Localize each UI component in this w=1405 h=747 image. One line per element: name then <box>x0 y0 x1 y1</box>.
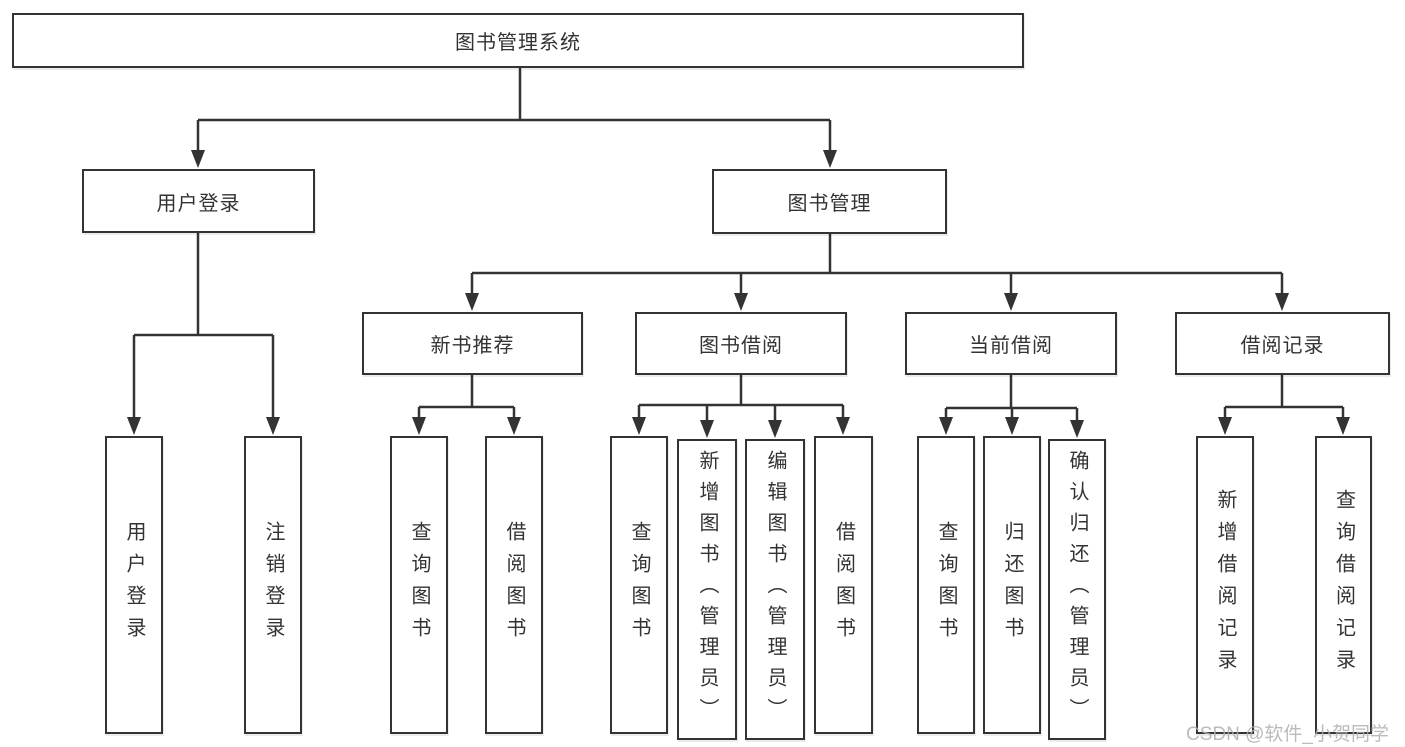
node-new-book-recommendation: 新书推荐 <box>362 312 583 375</box>
node-label: 图书管理系统 <box>455 32 581 54</box>
node-label: 新增借阅记录 <box>1214 489 1236 681</box>
leaf-add-borrow-record: 新增借阅记录 <box>1196 436 1254 734</box>
arrowhead-down-icon <box>632 417 646 435</box>
leaf-query-borrow-record: 查询借阅记录 <box>1315 436 1372 734</box>
arrowhead-down-icon <box>1004 293 1018 311</box>
node-label: 借阅图书 <box>832 521 855 649</box>
arrowhead-down-icon <box>734 293 748 311</box>
node-label: 借阅图书 <box>503 521 525 649</box>
leaf-query-books-2: 查询图书 <box>610 436 668 734</box>
arrowhead-down-icon <box>465 293 479 311</box>
arrowhead-down-icon <box>939 417 953 435</box>
arrowhead-down-icon <box>836 417 850 435</box>
tree-connector-path <box>132 68 1345 424</box>
arrowhead-down-icon <box>191 150 205 168</box>
node-label: 用户登录 <box>156 192 241 215</box>
node-label: 注销登录 <box>262 521 284 649</box>
leaf-logout: 注销登录 <box>244 436 302 734</box>
node-book-borrowing: 图书借阅 <box>635 312 847 375</box>
node-label: 查询图书 <box>628 521 650 649</box>
arrowhead-down-icon <box>700 420 714 438</box>
leaf-query-books-3: 查询图书 <box>917 436 975 734</box>
leaf-borrow-books-1: 借阅图书 <box>485 436 543 734</box>
node-label: 用户登录 <box>123 521 145 649</box>
node-current-borrowing: 当前借阅 <box>905 312 1117 375</box>
arrowhead-down-icon <box>266 417 280 435</box>
node-label: 查询借阅记录 <box>1332 489 1355 681</box>
node-library-management-system: 图书管理系统 <box>12 13 1024 68</box>
node-label: 新书推荐 <box>430 335 515 357</box>
leaf-borrow-books-2: 借阅图书 <box>814 436 873 734</box>
arrowhead-down-icon <box>1336 417 1350 435</box>
arrowhead-down-icon <box>768 420 782 438</box>
arrowhead-down-icon <box>1218 417 1232 435</box>
node-book-management: 图书管理 <box>712 169 947 234</box>
arrowhead-down-icon <box>127 417 141 435</box>
node-label: 图书管理 <box>787 193 872 215</box>
node-label: 图书借阅 <box>699 335 783 357</box>
leaf-edit-book-admin: 编辑图书（管理员） <box>745 439 805 740</box>
node-label: 归还图书 <box>1001 521 1023 649</box>
node-label: 查询图书 <box>935 521 957 649</box>
node-label: 查询图书 <box>408 521 430 649</box>
arrowhead-down-icon <box>823 150 837 168</box>
arrowhead-down-icon <box>507 417 521 435</box>
leaf-confirm-return-admin: 确认归还（管理员） <box>1048 439 1106 740</box>
arrowhead-down-icon <box>412 417 426 435</box>
node-borrowing-records: 借阅记录 <box>1175 312 1390 375</box>
leaf-user-login: 用户登录 <box>105 436 163 734</box>
node-label: 新增图书（管理员） <box>696 450 718 729</box>
leaf-return-book: 归还图书 <box>983 436 1041 734</box>
arrowhead-down-icon <box>1070 420 1084 438</box>
node-label: 借阅记录 <box>1240 335 1325 357</box>
node-user-login: 用户登录 <box>82 169 315 233</box>
arrowhead-down-icon <box>1275 293 1289 311</box>
node-label: 确认归还（管理员） <box>1066 450 1088 729</box>
arrowhead-down-icon <box>1005 417 1019 435</box>
leaf-query-books-1: 查询图书 <box>390 436 448 734</box>
node-label: 编辑图书（管理员） <box>764 450 786 729</box>
csdn-watermark: CSDN @软件_小贺同学 <box>1186 724 1389 745</box>
node-label: 当前借阅 <box>969 335 1053 357</box>
leaf-add-book-admin: 新增图书（管理员） <box>677 439 737 740</box>
